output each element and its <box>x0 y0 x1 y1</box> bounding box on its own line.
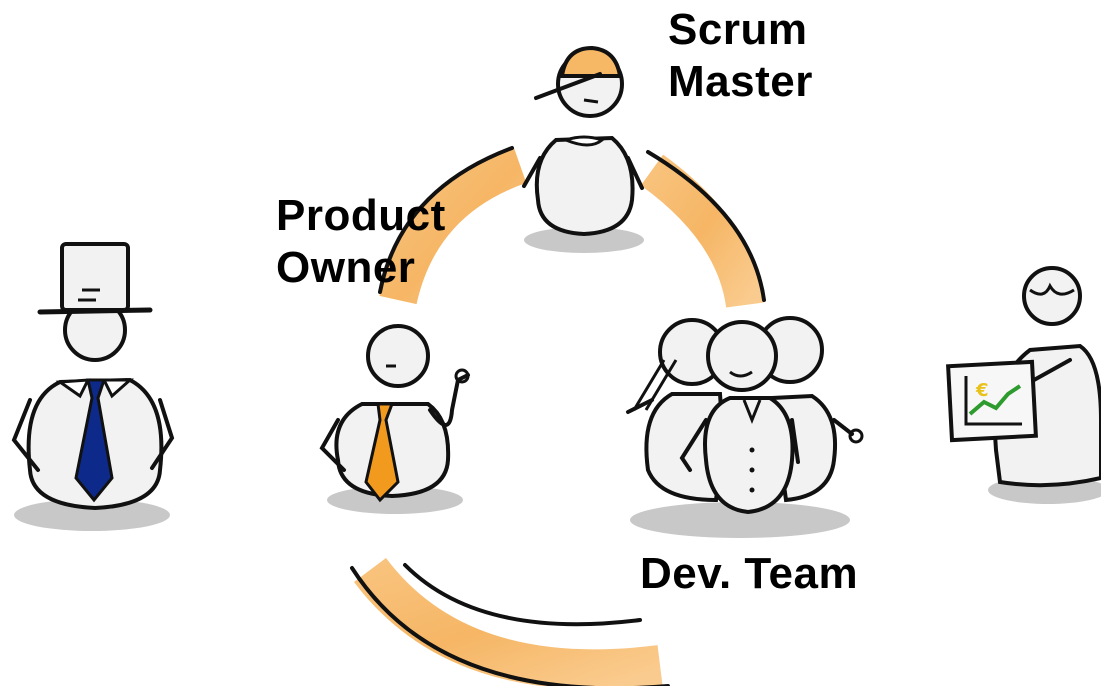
cap-icon <box>559 45 623 78</box>
cycle-arc-upper-right <box>640 154 764 309</box>
product-owner-label: Product Owner <box>276 190 446 294</box>
dev-team-label-text: Dev. Team <box>640 549 859 598</box>
stakeholder-top-hat-figure <box>11 242 175 531</box>
chart-board-icon: € <box>946 359 1038 443</box>
scrum-master-figure <box>522 45 644 253</box>
blue-tie <box>74 378 114 503</box>
scrum-cycle-ring <box>350 146 766 686</box>
scrum-master-label: Scrum Master <box>668 4 813 108</box>
scrum-master-label-line2: Master <box>668 57 813 106</box>
cycle-arc-bottom <box>354 557 663 686</box>
growth-line <box>968 384 1022 416</box>
orange-tie <box>364 402 400 503</box>
customer-figure: € <box>946 266 1101 504</box>
euro-symbol: € <box>975 380 989 401</box>
development-team-figure <box>626 316 864 538</box>
product-owner-figure <box>319 324 470 514</box>
dev-team-label: Dev. Team <box>640 548 858 600</box>
scrum-master-label-line1: Scrum <box>668 5 808 54</box>
product-owner-label-line2: Owner <box>276 243 416 292</box>
product-owner-label-line1: Product <box>276 191 446 240</box>
cycle-arc-upper-left <box>379 147 527 305</box>
